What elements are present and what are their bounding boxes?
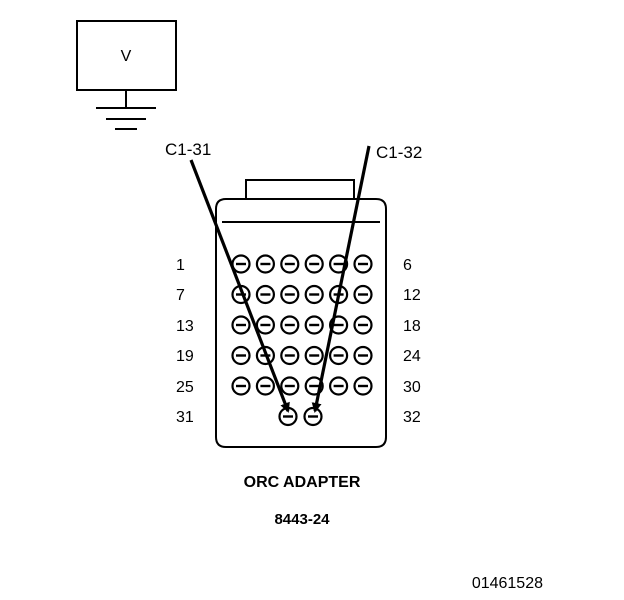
pin-cavity-15 xyxy=(280,315,300,335)
pin-cavity-8 xyxy=(255,284,275,305)
voltmeter-box xyxy=(76,20,177,91)
figure-id: 01461528 xyxy=(472,575,543,592)
pin-label-13: 13 xyxy=(176,318,194,335)
pin-cavity-24 xyxy=(353,345,373,366)
pin-label-7: 7 xyxy=(176,287,185,304)
pin-label-32: 32 xyxy=(403,409,421,426)
probe-leads: C1-31 C1-32 xyxy=(165,140,422,413)
pin-cavity-10 xyxy=(304,284,324,305)
pin-labels-right: 6 12 18 24 30 32 xyxy=(403,257,421,426)
pin-label-12: 12 xyxy=(403,287,421,304)
pin-cavity-2 xyxy=(255,254,275,274)
pin-label-25: 25 xyxy=(176,379,194,396)
pin-label-1: 1 xyxy=(176,257,185,274)
pin-cavity-14 xyxy=(255,315,275,335)
connector-latch xyxy=(245,179,355,201)
ground-icon xyxy=(96,90,156,130)
pin-label-31: 31 xyxy=(176,409,194,426)
pin-cavity-22 xyxy=(304,345,324,366)
connector-name: ORC ADAPTER xyxy=(244,474,361,491)
pin-cavity-16 xyxy=(304,315,324,335)
probe-lead-c1-32 xyxy=(311,145,371,413)
pin-labels-left: 1 7 13 19 25 31 xyxy=(176,257,194,426)
pin-cavity-30 xyxy=(353,376,373,396)
pin-label-24: 24 xyxy=(403,348,421,365)
orc-adapter-connector xyxy=(215,179,387,448)
probe-label-c1-32: C1-32 xyxy=(376,143,422,162)
pin-cavity-32 xyxy=(303,406,323,427)
pin-cavity-3 xyxy=(280,254,300,274)
pin-cavity-23 xyxy=(329,345,349,366)
pin-label-30: 30 xyxy=(403,379,421,396)
pin-cavity-26 xyxy=(255,376,275,396)
pin-label-6: 6 xyxy=(403,257,412,274)
probe-lead-c1-31 xyxy=(189,159,290,413)
voltmeter-label: V xyxy=(121,48,132,65)
pin-cavity-9 xyxy=(280,284,300,305)
pin-cavity-27 xyxy=(280,376,300,396)
pin-label-19: 19 xyxy=(176,348,194,365)
pin-cavity-29 xyxy=(329,376,349,396)
pin-cavity-25 xyxy=(231,376,251,396)
pin-label-18: 18 xyxy=(403,318,421,335)
pin-cavity-19 xyxy=(231,345,251,366)
voltmeter: V xyxy=(76,20,177,130)
pin-cavity-6 xyxy=(353,254,373,274)
pin-cavity-4 xyxy=(304,254,324,274)
pin-cavity-13 xyxy=(231,315,251,335)
pin-cavity-18 xyxy=(353,315,373,335)
connector-part-number: 8443-24 xyxy=(274,511,330,528)
pin-cavity-21 xyxy=(280,345,300,366)
probe-label-c1-31: C1-31 xyxy=(165,140,211,159)
pin-cavity-12 xyxy=(353,284,373,305)
